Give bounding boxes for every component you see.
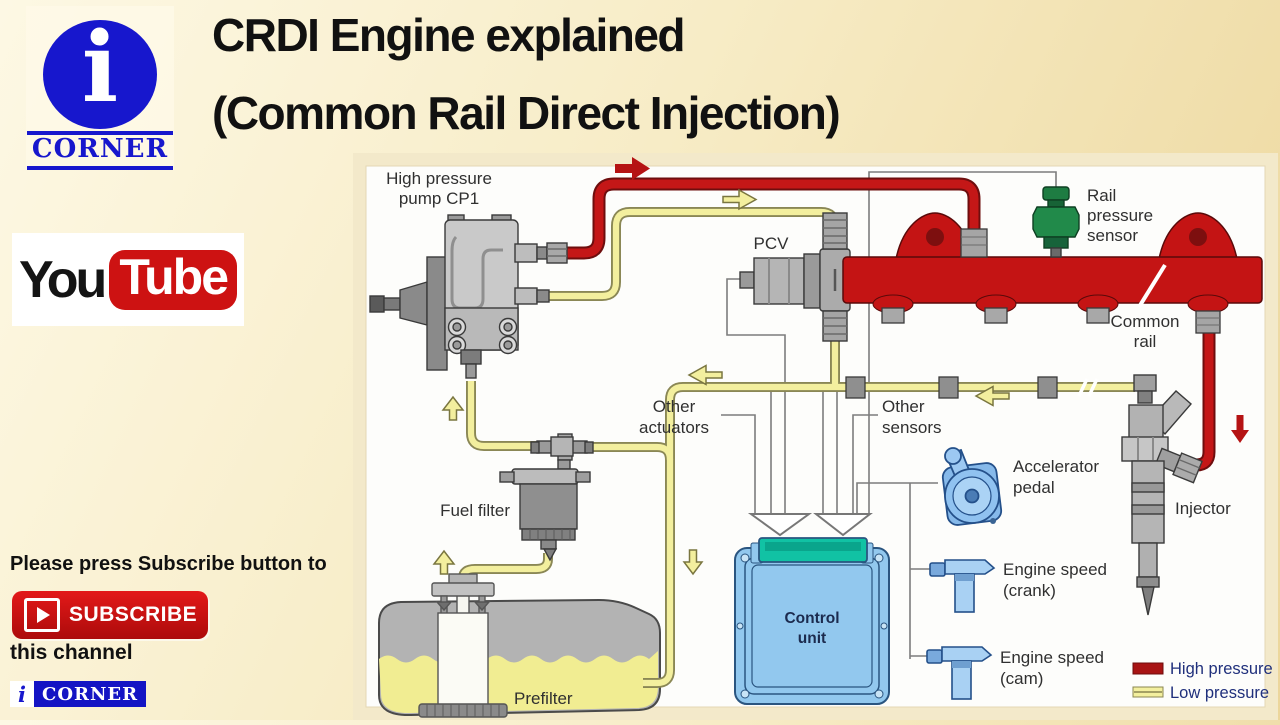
fuel-filter [499, 433, 594, 562]
high-pressure-arrow-right [615, 157, 650, 180]
svg-text:pedal: pedal [1013, 478, 1055, 497]
common-rail [842, 212, 1263, 334]
video-title-line2: (Common Rail Direct Injection) [212, 87, 841, 139]
svg-text:sensors: sensors [882, 418, 942, 437]
svg-text:pressure: pressure [1087, 206, 1153, 225]
play-icon [24, 598, 60, 632]
crdi-diagram: High pressure pump CP1 PCV Rail pressure… [353, 153, 1278, 720]
legend-high-label: High pressure [1170, 660, 1273, 678]
label-accelerator: Accelerator [1013, 457, 1099, 476]
control-unit [734, 537, 890, 705]
flow-arrows [432, 157, 1249, 576]
return-arrow-down [682, 549, 704, 576]
footer-logo-initial: i [10, 681, 34, 707]
label-other-sensors: Other [882, 397, 925, 416]
svg-text:pump CP1: pump CP1 [399, 189, 479, 208]
label-fuel-filter: Fuel filter [440, 501, 510, 520]
channel-logo-name: CORNER [26, 131, 174, 170]
subscribe-button[interactable]: SUBSCRIBE [12, 591, 208, 639]
high-pressure-arrow-down [1231, 415, 1249, 443]
label-control-unit: Control [784, 610, 839, 627]
legend-high-swatch [1132, 662, 1164, 675]
legend-low-label: Low pressure [1170, 684, 1269, 702]
label-engine-cam: Engine speed [1000, 648, 1104, 667]
video-title-line1: CRDI Engine explained [212, 9, 686, 61]
label-injector: Injector [1175, 499, 1231, 518]
svg-text:(cam): (cam) [1000, 669, 1043, 688]
label-other-actuators: Other [653, 397, 696, 416]
accelerator-pedal [941, 447, 1003, 526]
subscribe-suffix-text: this channel [10, 641, 133, 664]
diagram-legend: High pressure Low pressure [1132, 660, 1273, 702]
footer-logo-name: CORNER [34, 681, 147, 707]
svg-text:rail: rail [1134, 332, 1157, 351]
svg-text:actuators: actuators [639, 418, 709, 437]
line-break-mark [1077, 378, 1099, 397]
rail-break-mark [1137, 263, 1167, 309]
channel-logo-initial: i [81, 10, 119, 124]
label-rail-sensor: Rail [1087, 186, 1116, 205]
sensor-wires [721, 171, 1057, 659]
pcv-valve [739, 212, 851, 342]
subscribe-button-label: SUBSCRIBE [69, 603, 198, 626]
channel-logo-icon: i [43, 10, 157, 130]
label-engine-crank: Engine speed [1003, 560, 1107, 579]
label-common-rail: Common [1111, 312, 1180, 331]
label-pump: High pressure [386, 169, 492, 188]
ecu-input-arrows [747, 513, 873, 537]
high-pressure-pump [369, 214, 568, 379]
return-arrow-left-2 [974, 385, 1010, 407]
youtube-logo: You Tube [12, 233, 244, 326]
cam-speed-sensor [926, 646, 993, 700]
injector [1121, 374, 1203, 616]
label-prefilter: Prefilter [514, 689, 573, 708]
low-pressure-arrow-right [722, 188, 758, 211]
footer-logo: i CORNER [10, 681, 147, 707]
svg-text:unit: unit [798, 630, 826, 647]
channel-logo: i CORNER [26, 6, 174, 170]
youtube-logo-you: You [18, 250, 107, 309]
svg-text:sensor: sensor [1087, 226, 1138, 245]
return-line-connectors [845, 376, 1058, 399]
svg-text:(crank): (crank) [1003, 581, 1056, 600]
video-title: CRDI Engine explained (Common Rail Direc… [212, 9, 841, 139]
rail-pressure-sensor [1032, 186, 1080, 258]
supply-arrow-up-2 [432, 549, 456, 575]
youtube-logo-tube: Tube [109, 249, 238, 310]
prefilter [418, 573, 508, 718]
diagram-labels: High pressure pump CP1 PCV Rail pressure… [386, 169, 1231, 708]
subscribe-prompt-text: Please press Subscribe button to [10, 553, 327, 575]
crank-speed-sensor [929, 559, 996, 613]
label-pcv: PCV [754, 234, 790, 253]
supply-arrow-up-1 [441, 395, 465, 421]
return-arrow-left-1 [687, 364, 723, 386]
